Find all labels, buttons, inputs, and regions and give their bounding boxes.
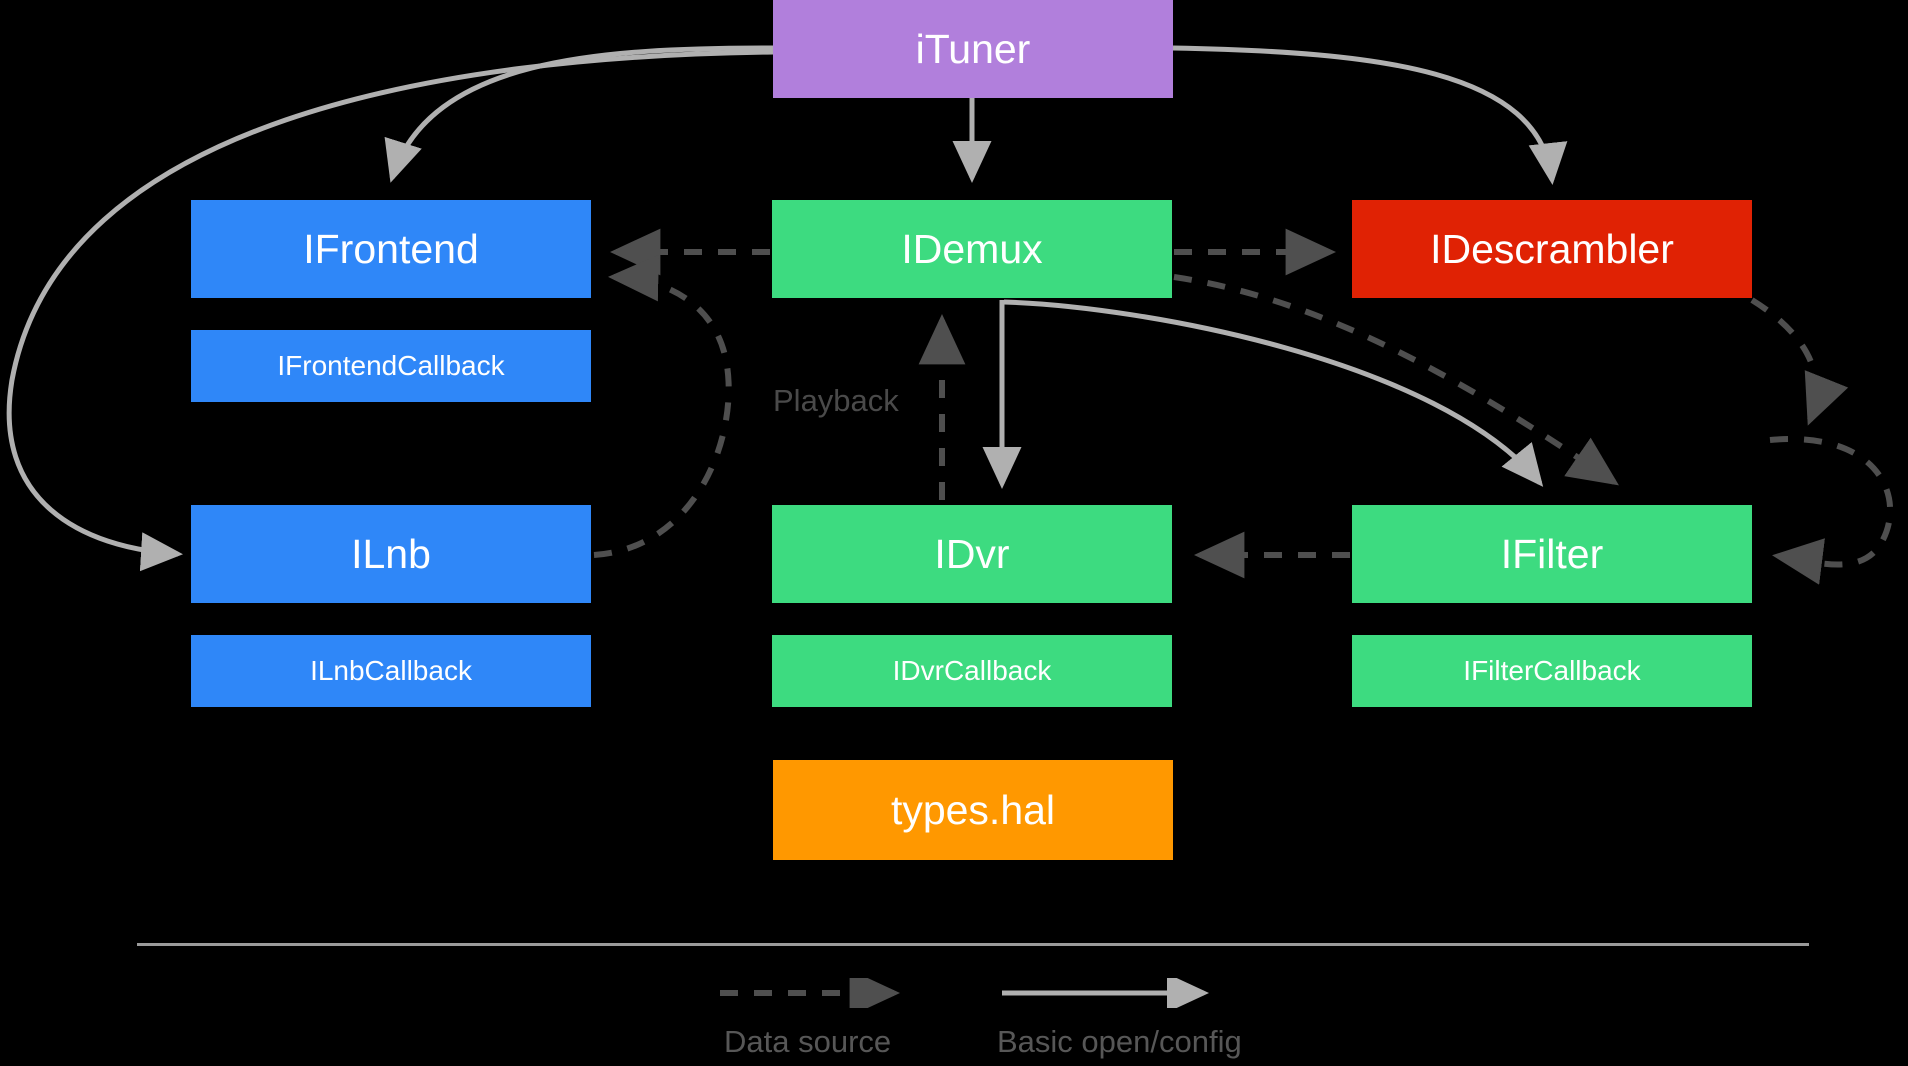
- edge-ituner-to-ifrontend: [384, 45, 774, 183]
- legend-arrow-basic-config: [1002, 978, 1209, 1008]
- node-idescrambler[interactable]: IDescrambler: [1352, 200, 1752, 298]
- edge-ilnb-to-ifrontend: [593, 254, 732, 558]
- legend-label-basic-config: Basic open/config: [997, 1024, 1242, 1059]
- node-idemux[interactable]: IDemux: [772, 200, 1172, 298]
- node-ifilter[interactable]: IFilter: [1352, 505, 1752, 603]
- edge-ifilter-self-loop: [1769, 436, 1894, 585]
- node-ifrontendcallback[interactable]: IFrontendCallback: [191, 330, 591, 402]
- legend-separator: [137, 943, 1809, 946]
- node-ituner[interactable]: iTuner: [773, 0, 1173, 98]
- node-idvrcallback[interactable]: IDvrCallback: [772, 635, 1172, 707]
- edge-ituner-to-idescrambler: [1172, 45, 1568, 185]
- node-ifrontend[interactable]: IFrontend: [191, 200, 591, 298]
- node-typeshal[interactable]: types.hal: [773, 760, 1173, 860]
- edge-idemux-to-ifilter-dashed: [1173, 274, 1619, 486]
- node-idvr[interactable]: IDvr: [772, 505, 1172, 603]
- edge-idemux-to-ifilter: [1003, 299, 1544, 487]
- playback-label: Playback: [773, 383, 899, 418]
- legend-label-data-source: Data source: [724, 1024, 892, 1059]
- legend-arrow-data-source: [720, 978, 900, 1008]
- node-ilnb[interactable]: ILnb: [191, 505, 591, 603]
- edge-idescrambler-to-ifilter: [1750, 297, 1849, 426]
- node-ifiltercallback[interactable]: IFilterCallback: [1352, 635, 1752, 707]
- node-ilnbcallback[interactable]: ILnbCallback: [191, 635, 591, 707]
- edge-ituner-to-ilnb: [6, 49, 774, 572]
